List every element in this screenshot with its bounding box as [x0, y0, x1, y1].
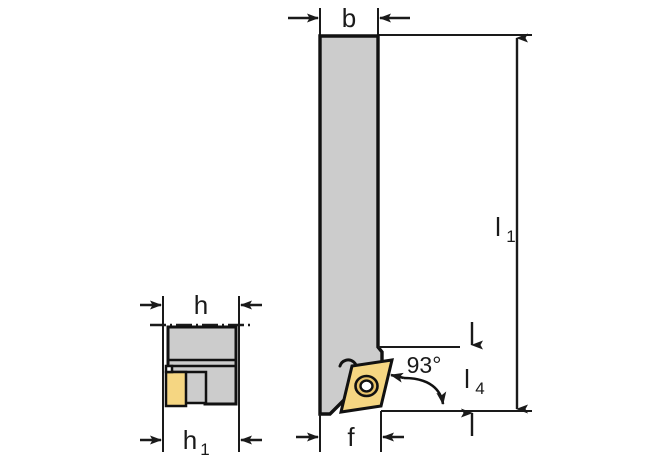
insert-bore-inner	[359, 379, 374, 393]
dimension-label-f: f	[347, 422, 355, 452]
dimension-label-h1: h	[183, 425, 197, 455]
dimension-label-l1: l	[495, 212, 501, 242]
side-view-group: b 93° l 1	[288, 3, 532, 452]
dimension-subscript-l1: 1	[506, 227, 515, 246]
end-view-group: h h 1	[140, 290, 262, 459]
angle-arc-lower	[403, 376, 447, 405]
angle-label-93: 93°	[407, 352, 442, 378]
end-view-insert-tab	[164, 364, 174, 374]
dimension-subscript-l4: 4	[475, 379, 484, 398]
dimension-label-h: h	[194, 290, 208, 320]
angle-arc-upper	[390, 372, 405, 383]
side-view-shank-body	[318, 34, 384, 416]
end-view-cutting-insert	[164, 370, 188, 408]
dimension-subscript-h1: 1	[200, 440, 209, 459]
dimension-label-l4: l	[464, 364, 470, 394]
dimension-label-b: b	[342, 3, 356, 33]
